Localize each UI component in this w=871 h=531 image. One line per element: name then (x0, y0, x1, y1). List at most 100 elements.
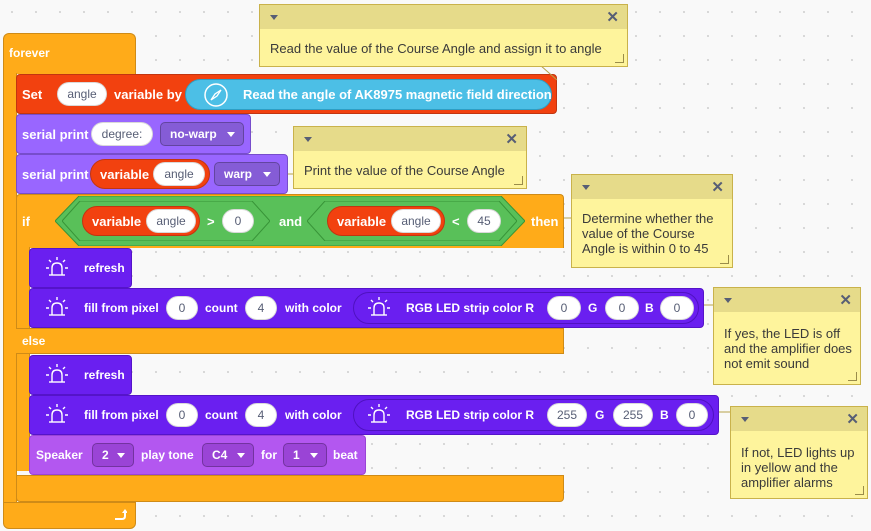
no-warp-value: no-warp (170, 127, 217, 141)
comment-header[interactable] (294, 127, 526, 151)
with-color-label-2: with color (285, 408, 342, 422)
comment-header[interactable] (731, 407, 867, 431)
speaker-port-value: 2 (102, 448, 109, 462)
fill-from-pixel-label-2: fill from pixel (84, 408, 159, 422)
variable-reporter-name[interactable]: angle (153, 162, 205, 186)
resize-handle-icon[interactable] (848, 372, 857, 381)
chevron-down-icon (263, 172, 271, 177)
collapse-icon[interactable] (741, 417, 749, 422)
warp-dropdown[interactable]: warp (214, 162, 280, 186)
cond1-value-input[interactable]: 0 (222, 209, 254, 233)
chevron-down-icon (310, 453, 318, 458)
close-icon[interactable]: ✕ (505, 131, 518, 148)
comment-header[interactable] (260, 5, 627, 29)
and-label: and (279, 214, 303, 229)
close-icon[interactable]: ✕ (846, 411, 859, 428)
comment-set-angle[interactable]: ✕ Read the value of the Course Angle and… (259, 4, 628, 67)
pixel-start-input-1[interactable]: 0 (166, 296, 198, 320)
set-variable-name[interactable]: angle (57, 82, 107, 106)
comment-if-not[interactable]: ✕ If not, LED lights up in yellow and th… (730, 406, 868, 499)
collapse-icon[interactable] (270, 15, 278, 20)
red-input-2[interactable]: 255 (547, 403, 587, 427)
resize-handle-icon[interactable] (615, 54, 624, 63)
comment-text[interactable]: Determine whether the value of the Cours… (582, 211, 714, 256)
if-label: if (22, 214, 30, 229)
for-label: for (261, 448, 277, 462)
blue-input-2[interactable]: 0 (676, 403, 708, 427)
comment-check-range[interactable]: ✕ Determine whether the value of the Cou… (571, 174, 733, 268)
speaker-port-dropdown[interactable]: 2 (92, 443, 134, 467)
comment-header[interactable] (714, 288, 860, 312)
loop-arrow-icon (113, 508, 128, 527)
beats-value: 1 (293, 448, 300, 462)
serial-print-text-input[interactable]: degree: (91, 122, 153, 146)
refresh-label-2: refresh (84, 368, 125, 382)
led-strip-icon (366, 295, 392, 326)
g-label-2: G (595, 408, 605, 422)
variable-name-cond1[interactable]: angle (146, 209, 196, 233)
play-tone-label: play tone (141, 448, 194, 462)
green-input-1[interactable]: 0 (605, 296, 639, 320)
red-input-1[interactable]: 0 (547, 296, 581, 320)
then-label: then (531, 214, 559, 229)
led-strip-icon (44, 402, 70, 433)
comment-text[interactable]: Read the value of the Course Angle and a… (270, 41, 602, 56)
if-else-bottom (16, 475, 564, 502)
serial-print-label-2: serial print (22, 167, 89, 182)
less-than-symbol: < (452, 214, 460, 229)
refresh-label-1: refresh (84, 261, 125, 275)
chevron-down-icon (227, 132, 235, 137)
resize-handle-icon[interactable] (720, 255, 729, 264)
set-label: Set (22, 87, 43, 102)
count-input-2[interactable]: 4 (245, 403, 277, 427)
forever-block[interactable] (3, 33, 136, 74)
close-icon[interactable]: ✕ (606, 9, 619, 26)
rgb-label-1: RGB LED strip color R (406, 301, 535, 315)
comment-print-angle[interactable]: ✕ Print the value of the Course Angle (293, 126, 527, 189)
tone-dropdown[interactable]: C4 (202, 443, 254, 467)
count-input-1[interactable]: 4 (245, 296, 277, 320)
rgb-color-reporter-1[interactable] (353, 292, 699, 324)
forever-arm (3, 73, 17, 503)
no-warp-dropdown[interactable]: no-warp (160, 122, 244, 146)
forever-bottom (3, 502, 136, 529)
g-label-1: G (588, 301, 598, 315)
comment-if-yes[interactable]: ✕ If yes, the LED is off and the amplifi… (713, 287, 861, 385)
count-label-1: count (205, 301, 238, 315)
led-strip-icon (366, 402, 392, 433)
blue-input-1[interactable]: 0 (660, 296, 694, 320)
beats-dropdown[interactable]: 1 (283, 443, 327, 467)
forever-label: forever (9, 46, 50, 60)
collapse-icon[interactable] (304, 137, 312, 142)
b-label-2: B (660, 408, 669, 422)
resize-handle-icon[interactable] (855, 486, 864, 495)
tone-value: C4 (212, 448, 228, 462)
chevron-down-icon (237, 453, 245, 458)
led-strip-icon (44, 362, 70, 393)
with-color-label-1: with color (285, 301, 342, 315)
b-label-1: B (645, 301, 654, 315)
speaker-label: Speaker (36, 448, 83, 462)
comment-header[interactable] (572, 175, 732, 199)
comment-text[interactable]: If yes, the LED is off and the amplifier… (724, 326, 852, 371)
resize-handle-icon[interactable] (514, 176, 523, 185)
fill-from-pixel-label-1: fill from pixel (84, 301, 159, 315)
compass-icon (203, 82, 229, 113)
compass-reporter[interactable] (185, 79, 552, 110)
close-icon[interactable]: ✕ (711, 179, 724, 196)
variable-reporter-label-cond1: variable (92, 214, 142, 229)
collapse-icon[interactable] (724, 298, 732, 303)
collapse-icon[interactable] (582, 185, 590, 190)
variable-name-cond2[interactable]: angle (391, 209, 441, 233)
else-bar (16, 328, 564, 354)
rgb-color-reporter-2[interactable] (353, 399, 714, 431)
comment-text[interactable]: Print the value of the Course Angle (304, 163, 505, 178)
else-label: else (22, 334, 46, 348)
if-arm (16, 247, 30, 471)
close-icon[interactable]: ✕ (839, 292, 852, 309)
green-input-2[interactable]: 255 (613, 403, 653, 427)
cond2-value-input[interactable]: 45 (467, 209, 501, 233)
warp-value: warp (224, 167, 253, 181)
pixel-start-input-2[interactable]: 0 (166, 403, 198, 427)
comment-text[interactable]: If not, LED lights up in yellow and the … (741, 445, 855, 490)
